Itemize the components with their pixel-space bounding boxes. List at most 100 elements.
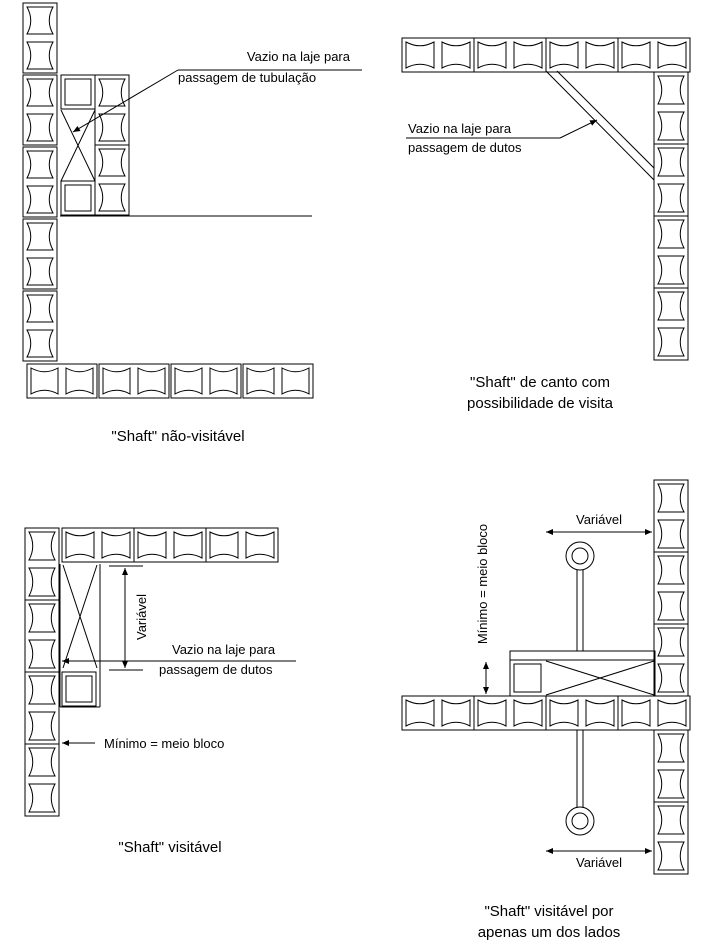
masonry-block — [22, 290, 58, 362]
dimension-top-label: Variável — [576, 512, 622, 527]
masonry-block — [401, 695, 475, 731]
block-cell — [64, 184, 92, 212]
masonry-block — [133, 527, 207, 563]
block-outline — [22, 146, 58, 218]
annotation-line2: passagem de dutos — [159, 662, 273, 677]
block-cell — [513, 699, 543, 727]
block-cell — [441, 41, 471, 69]
block-outline — [26, 363, 98, 399]
block-cell — [549, 41, 579, 69]
block-cell — [28, 639, 56, 669]
pipe-fitting-circle — [565, 806, 595, 836]
block-cell — [477, 41, 507, 69]
masonry-blocks — [24, 527, 279, 817]
annotation-leader-arrow — [72, 69, 179, 133]
dimension-bottom-label: Variável — [576, 855, 622, 870]
block-cell — [657, 75, 685, 105]
block-cell — [28, 675, 56, 705]
block-cell — [26, 329, 54, 358]
masonry-block — [242, 363, 314, 399]
void-cross-line — [545, 660, 655, 696]
masonry-blocks — [401, 37, 691, 361]
dimension-minimum-label: Mínimo = meio bloco — [104, 736, 224, 751]
block-outline — [242, 363, 314, 399]
block-cell — [28, 711, 56, 741]
block-cell — [98, 183, 126, 212]
half-block — [61, 671, 97, 707]
block-outline — [545, 37, 619, 73]
block-outline — [205, 527, 279, 563]
block-cell — [101, 531, 131, 559]
block-cell — [657, 111, 685, 141]
masonry-block — [653, 479, 689, 553]
half-block — [60, 74, 96, 110]
block-outline — [653, 143, 689, 217]
block-outline — [98, 363, 170, 399]
block-cell — [98, 148, 126, 177]
void-cross-line — [62, 564, 98, 669]
block-outline — [133, 527, 207, 563]
masonry-block — [24, 527, 60, 601]
block-cell — [657, 841, 685, 871]
block-outline — [61, 527, 135, 563]
annotation-line2: passagem de tubulação — [178, 70, 316, 85]
block-cell — [209, 367, 238, 395]
block-outline — [24, 743, 60, 817]
masonry-block — [653, 729, 689, 803]
block-cell — [657, 327, 685, 357]
block-cell — [98, 113, 126, 142]
masonry-blocks — [22, 2, 314, 399]
block-cell — [137, 531, 167, 559]
block-outline — [24, 599, 60, 673]
block-outline — [22, 2, 58, 74]
block-cell — [26, 41, 54, 70]
block-outline — [653, 71, 689, 145]
masonry-block — [653, 287, 689, 361]
block-cell — [405, 41, 435, 69]
caption-line1: "Shaft" visitável por — [484, 903, 613, 920]
block-cell — [477, 699, 507, 727]
caption: "Shaft" visitável — [118, 839, 221, 856]
block-cell — [26, 185, 54, 214]
masonry-block — [26, 363, 98, 399]
block-cell — [30, 367, 59, 395]
block-cell — [657, 805, 685, 835]
masonry-block — [94, 144, 130, 216]
block-outline — [653, 623, 689, 697]
caption-line1: "Shaft" de canto com — [470, 374, 610, 391]
masonry-block — [653, 215, 689, 289]
block-cell — [657, 255, 685, 285]
half-block — [60, 180, 96, 216]
block-outline — [653, 729, 689, 803]
block-outline — [617, 695, 691, 731]
block-cell — [657, 41, 687, 69]
diagram-shaft-de-canto: Vazio na laje para passagem de dutos "Sh… — [401, 37, 691, 412]
diagram-shaft-nao-visitavel: Vazio na laje para passagem de tubulação… — [22, 2, 362, 445]
masonry-block — [170, 363, 242, 399]
block-cell — [585, 41, 615, 69]
block-cell — [65, 367, 94, 395]
block-outline — [22, 290, 58, 362]
masonry-block — [473, 695, 547, 731]
block-outline — [60, 74, 96, 110]
block-cell — [173, 531, 203, 559]
masonry-block — [545, 695, 619, 731]
shaft-void-outline — [509, 650, 656, 697]
block-cell — [98, 78, 126, 107]
block-cell — [657, 519, 685, 549]
masonry-block — [22, 218, 58, 290]
block-outline — [401, 37, 475, 73]
block-cell — [657, 147, 685, 177]
block-outline — [545, 695, 619, 731]
dimension-minimum-label: Mínimo = meio bloco — [475, 524, 490, 644]
block-cell — [28, 747, 56, 777]
block-cell — [65, 675, 93, 703]
caption-line2: apenas um dos lados — [478, 924, 621, 941]
block-cell — [245, 531, 275, 559]
annotation-leader-arrow — [559, 119, 598, 139]
masonry-block — [24, 599, 60, 673]
block-outline — [170, 363, 242, 399]
masonry-block — [22, 74, 58, 146]
masonry-block — [653, 801, 689, 875]
block-cell — [621, 41, 651, 69]
